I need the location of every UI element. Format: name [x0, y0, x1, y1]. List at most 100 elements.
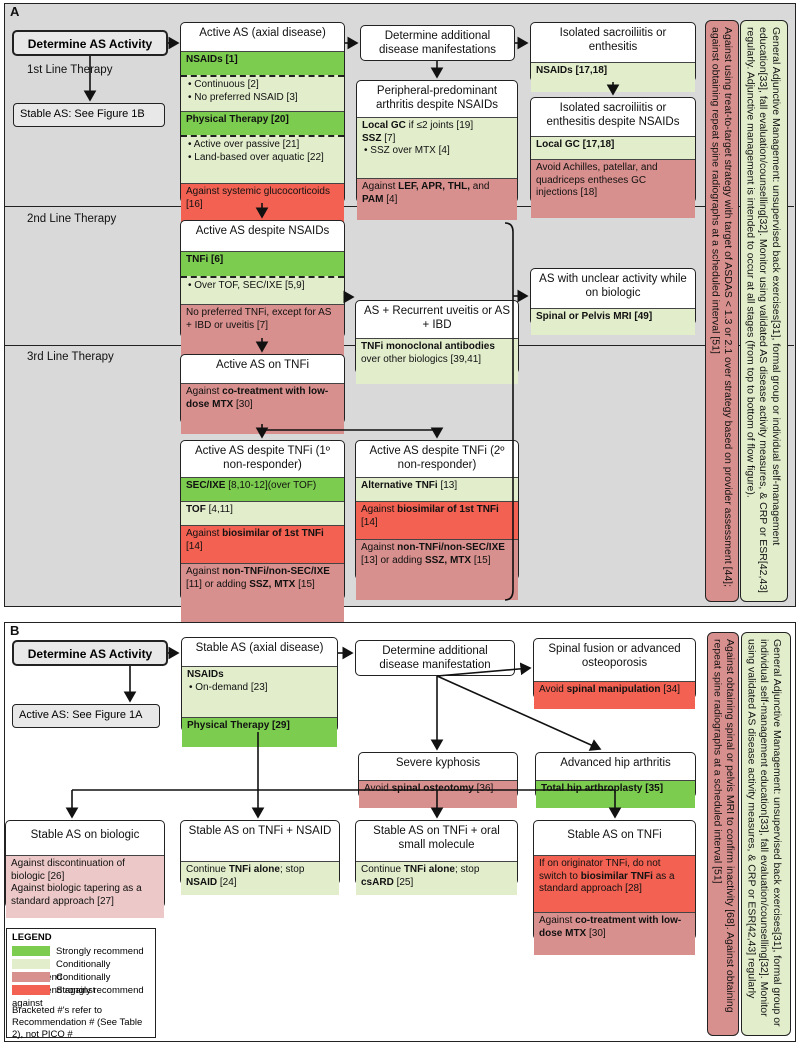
tof-rest: [4,11]: [205, 504, 233, 515]
avoid-spinal-manipulation: Avoid spinal manipulation [34]: [534, 681, 695, 709]
adjunct-against-b: Against obtaining spinal or pelvis MRI t…: [707, 632, 739, 1036]
fusion-ref: [34]: [660, 684, 680, 695]
peripheral-against-pam: PAM: [362, 193, 384, 205]
adjunct-management-b: General Adjunctive Management: unsupervi…: [741, 632, 791, 1036]
uveitis-ibd-box: AS + Recurrent uveitis or AS + IBD TNFi …: [355, 300, 519, 384]
kyphosis-pre: Avoid: [364, 783, 392, 794]
avoid-entheses-gc: Avoid Achilles, patellar, and quadriceps…: [531, 159, 695, 218]
stable-biologic-box: Stable AS on biologic Against discontinu…: [5, 820, 165, 918]
primary-nonresponder-title: Active AS despite TNFi (1º non-responder…: [194, 445, 330, 472]
fusion-bold: spinal manipulation: [566, 684, 661, 695]
nsaid-bullet-2: No preferred NSAID [3]: [186, 92, 339, 105]
active-as-link[interactable]: Active AS: See Figure 1A: [12, 704, 160, 728]
tnfi-mab-rest: over other biologics [39,41]: [361, 353, 482, 365]
alt-tnfi-rec: Alternative TNFi [13]: [356, 477, 518, 501]
legend: LEGEND Strongly recommend Conditionally …: [6, 928, 156, 1040]
stable-tnfi-oral-box: Stable AS on TNFi + oral small molecule …: [355, 820, 518, 895]
adjunct-against-a: Against using treat-to-target strategy w…: [705, 20, 739, 602]
tof-rec: TOF [4,11]: [181, 501, 344, 525]
sec-ixe-rec: SEC/IXE [8,10-12](over TOF): [181, 477, 344, 501]
non1-ref: [15]: [295, 578, 315, 590]
against-tapering: Against biologic tapering as a standard …: [11, 883, 142, 907]
biosimilar-against-2: Against biosimilar of 1st TNFi [14]: [356, 501, 518, 539]
primary-nonresponder-box: Active AS despite TNFi (1º non-responder…: [180, 440, 345, 625]
on-tnfi-against-ref: [30]: [233, 398, 253, 410]
spinal-fusion-box: Spinal fusion or advanced osteoporosis A…: [533, 638, 696, 709]
biologic-against: Against discontinuation of biologic [26]…: [6, 855, 164, 918]
tnfi-mab-label: TNFi monoclonal antibodies: [361, 341, 495, 352]
unclear-activity-box: AS with unclear activity while on biolog…: [530, 268, 696, 335]
cont1-pre: Continue: [186, 864, 229, 875]
nsaid-bullets: Continuous [2] No preferred NSAID [3]: [181, 75, 344, 111]
non2-bold2: SSZ, MTX: [424, 554, 472, 566]
non2-mid: [13] or adding: [361, 554, 425, 566]
mtx-cotreatment-against: Against co-treatment with low-dose MTX […: [534, 912, 695, 955]
active-as-axial-title: Active AS (axial disease): [199, 27, 326, 39]
hip-title: Advanced hip arthritis: [560, 757, 671, 769]
peripheral-against-pre: Against: [362, 181, 399, 192]
avoid-osteotomy: Avoid spinal osteotomy [36]: [359, 780, 517, 808]
stable-as-link[interactable]: Stable AS: See Figure 1B: [13, 103, 165, 127]
isolated-despite-nsaids-box: Isolated sacroiliitis or enthesitis desp…: [530, 97, 696, 218]
non1-mid: [11] or adding: [186, 578, 250, 590]
nsaids-rec: NSAIDs [1]: [181, 51, 344, 75]
kyphosis-title: Severe kyphosis: [395, 757, 481, 769]
legend-title: LEGEND: [12, 932, 52, 943]
cont1-ref: [24]: [217, 876, 237, 888]
stable-pt: Physical Therapy [29]: [182, 717, 337, 747]
non1-pre: Against: [186, 566, 223, 577]
stable-nsaids-sec: NSAIDs On-demand [23]: [182, 666, 337, 717]
legend-label-strong-against: Strongly recommend against: [12, 985, 144, 1009]
peripheral-against-ref: [4]: [383, 193, 398, 205]
alt-tnfi-label: Alternative TNFi: [361, 480, 438, 491]
determine-manifestations-title: Determine additional disease manifestati…: [379, 30, 496, 57]
tnfi-nsaid-title: Stable AS on TNFi + NSAID: [188, 825, 332, 837]
bios2-bold: biosimilar of 1st TNFi: [397, 504, 499, 515]
legend-swatch-strong: [12, 946, 50, 957]
nsaid-bullet-1: Continuous [2]: [186, 79, 339, 92]
on-tnfi-against-bold: co-treatment with low-dose MTX: [186, 386, 329, 410]
as-on-tnfi-title: Active AS on TNFi: [215, 359, 310, 371]
legend-note: Bracketed #'s refer to Recommendation # …: [12, 1005, 143, 1040]
pt-bullets: Active over passive [21] Land-based over…: [181, 135, 344, 183]
peripheral-recs: Local GC if ≤2 joints [19] SSZ [7] SSZ o…: [357, 117, 517, 178]
adjunct-against-a-text: Against using treat-to-target strategy w…: [709, 27, 735, 588]
bios1-ref: [14]: [186, 540, 203, 552]
non2-ref: [15]: [471, 554, 491, 566]
peripheral-title: Peripheral-predominant arthritis despite…: [375, 85, 499, 112]
stable-tnfi-title: Stable AS on TNFi: [567, 829, 662, 841]
cont2-pre: Continue: [361, 864, 404, 875]
determine-as-activity-a: Determine AS Activity: [12, 30, 168, 56]
stable-biologic-title: Stable AS on biologic: [30, 829, 140, 841]
non2-pre: Against: [361, 542, 398, 553]
physical-therapy-rec: Physical Therapy [20]: [181, 111, 344, 135]
switch-post: as a standard approach [28]: [539, 870, 675, 895]
adjunct-management-a-text: General Adjunctive Management: unsupervi…: [744, 27, 782, 593]
legend-item-strong: Strongly recommend: [12, 945, 150, 958]
non2-bold: non-TNFi/non-SEC/IXE: [397, 542, 505, 553]
on-tnfi-against-pre: Against: [186, 386, 223, 397]
tnfi-oral-title: Stable AS on TNFi + oral small molecule: [373, 825, 500, 852]
legend-item-cond-against: Conditionally recommend against: [12, 971, 150, 996]
peripheral-against-mid: and: [470, 181, 490, 192]
peripheral-against-drugs: LEF, APR, THL,: [398, 181, 470, 192]
mtx-pre: Against: [539, 915, 576, 926]
panel-b-tag: B: [10, 623, 20, 638]
sec-ixe-rest: [8,10-12](over TOF): [225, 480, 317, 491]
kyphosis-bold: spinal osteotomy: [391, 783, 474, 794]
cont2-mid: ; stop: [454, 864, 480, 875]
peripheral-arthritis-box: Peripheral-predominant arthritis despite…: [356, 80, 518, 220]
adjunct-management-a: General Adjunctive Management: unsupervi…: [740, 20, 788, 602]
cont2-bold2: csARD: [361, 876, 394, 888]
stable-nsaids: NSAIDs: [187, 669, 224, 680]
switch-pre: If on originator TNFi, do not switch to: [539, 858, 661, 882]
cont1-bold2: NSAID: [186, 876, 218, 888]
ssz-bullet: SSZ over MTX [4]: [362, 145, 512, 158]
isolated-local-gc: Local GC [17,18]: [531, 136, 695, 159]
on-demand-bullet: On-demand [23]: [187, 682, 332, 695]
mtx-bold: co-treatment with low-dose MTX: [539, 915, 682, 939]
band-label-2nd: 2nd Line Therapy: [27, 213, 117, 225]
legend-label-cond-against: Conditionally recommend against: [12, 972, 111, 996]
bios2-pre: Against: [361, 504, 398, 515]
non-tnfi-against-2: Against non-TNFi/non-SEC/IXE [13] or add…: [356, 539, 518, 600]
